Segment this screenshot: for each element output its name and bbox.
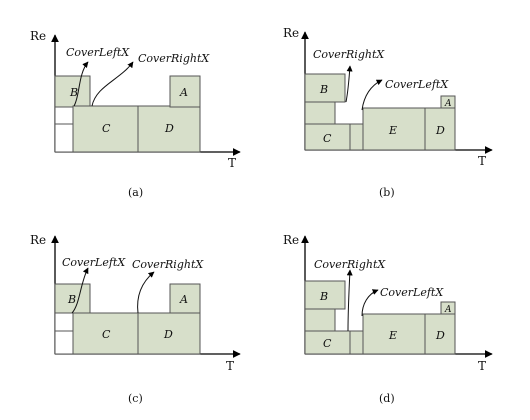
block-d-d: [424, 313, 456, 355]
cover-right-label-a: CoverRightX: [138, 52, 210, 65]
block-e-label-b: E: [388, 124, 397, 137]
panel-a: Re T B C D A CoverLeftX CoverRightX (a): [30, 29, 241, 199]
block-d-label-b: D: [435, 124, 445, 137]
block-a-label-c: A: [179, 293, 188, 306]
block-gap-c-low: [54, 330, 74, 355]
block-a-label-a: A: [179, 86, 188, 99]
block-c-label-d: C: [323, 337, 332, 350]
block-gap-c-mid: [54, 312, 74, 332]
block-b-b: [304, 73, 346, 103]
cover-right-arrow-b: [345, 65, 353, 103]
block-b-label-d: B: [319, 290, 328, 303]
block-c-label-a: C: [102, 122, 111, 135]
cover-left-label-b: CoverLeftX: [385, 78, 449, 91]
y-axis-label-d: Re: [283, 233, 299, 247]
block-a-a: [169, 75, 201, 108]
block-c-label-b: C: [323, 132, 332, 145]
cover-left-arrow-d: [361, 289, 379, 317]
block-gap-a-mid: [54, 105, 74, 125]
cover-right-arrow-c: [137, 271, 155, 314]
cover-right-label-b: CoverRightX: [313, 48, 385, 61]
cover-left-label-a: CoverLeftX: [66, 46, 130, 59]
block-d-label-a: D: [164, 122, 174, 135]
x-axis-label-b: T: [478, 154, 486, 168]
block-e-label-d: E: [388, 329, 397, 342]
block-d-a: [137, 105, 201, 153]
block-c-label-c: C: [102, 328, 111, 341]
caption-a: (a): [128, 186, 143, 199]
block-d-label-c: D: [163, 328, 173, 341]
block-a-label-b: A: [444, 99, 452, 109]
block-slim-d: [349, 330, 364, 355]
cover-right-arrow-a: [91, 61, 134, 107]
caption-d: (d): [379, 392, 395, 405]
block-a-c: [169, 283, 201, 314]
cover-left-label-c: CoverLeftX: [62, 256, 126, 269]
cover-left-label-d: CoverLeftX: [380, 286, 444, 299]
block-a-label-d: A: [444, 305, 452, 315]
block-b-label-c: B: [67, 293, 76, 306]
block-b-c: [54, 283, 91, 314]
cover-right-label-c: CoverRightX: [132, 258, 204, 271]
block-b-label-b: B: [319, 83, 328, 96]
block-a-d: [440, 301, 456, 315]
x-axis-label-c: T: [226, 359, 234, 373]
panel-d: Re T B C E D A CoverRightX CoverLeftX (d…: [283, 233, 493, 405]
block-d-label-d: D: [435, 329, 445, 342]
block-d-c: [137, 312, 201, 355]
caption-b: (b): [379, 186, 395, 199]
cover-left-arrow-c: [71, 267, 89, 314]
y-axis-label-b: Re: [283, 26, 299, 40]
y-axis-label-a: Re: [30, 29, 46, 43]
block-b-label-a: B: [69, 86, 78, 99]
cover-right-arrow-d: [346, 269, 353, 332]
block-gap-a-low: [54, 123, 74, 153]
block-a-b: [440, 95, 456, 109]
panel-b: Re T B C E D A CoverRightX CoverLeftX (b…: [283, 26, 493, 199]
block-d-b: [424, 107, 456, 151]
x-axis-label-a: T: [228, 156, 236, 170]
block-c-c: [72, 312, 139, 355]
x-axis-label-d: T: [478, 359, 486, 373]
cover-right-label-d: CoverRightX: [314, 258, 386, 271]
block-filler-d: [304, 308, 336, 332]
block-filler-b: [304, 101, 336, 125]
cover-left-arrow-a: [73, 61, 89, 107]
block-slim-b: [349, 123, 364, 151]
panel-c: Re T B C D A CoverLeftX CoverRightX (c): [30, 233, 241, 405]
block-c-a: [72, 105, 139, 153]
block-b-a: [54, 75, 91, 108]
block-e-d: [362, 313, 426, 355]
caption-c: (c): [128, 392, 143, 405]
y-axis-label-c: Re: [30, 233, 46, 247]
cover-left-arrow-b: [361, 79, 383, 111]
block-b-d: [304, 280, 346, 310]
